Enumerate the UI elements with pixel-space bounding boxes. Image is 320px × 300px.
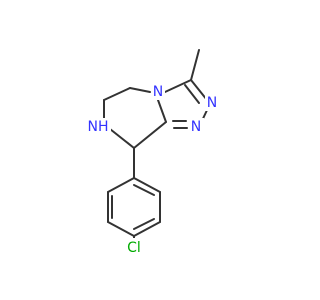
label-bg-n1 (189, 118, 204, 134)
benzene-bond-3 (107, 221, 135, 237)
benzene-bond-4 (133, 221, 161, 237)
label-bg-n4 (151, 84, 165, 100)
benzene-double-2 (133, 218, 155, 230)
label-bg-n2 (205, 95, 220, 111)
atom-label-nh: NH (88, 119, 109, 135)
bond-c8a-n4 (157, 99, 167, 123)
bond-n7-c8 (109, 128, 135, 149)
bond-c3-n2-double (184, 84, 200, 104)
bond-c5-c6 (103, 87, 131, 101)
atom-labels: N N N NH Cl (85, 84, 220, 256)
bond-n4-c5 (129, 87, 151, 93)
bond-group (103, 49, 209, 247)
benzene-bond-6 (133, 177, 161, 193)
atom-label-n1: N (191, 119, 201, 135)
molecule-structure: N N N NH Cl (0, 0, 300, 300)
bond-c3-n4 (164, 79, 192, 93)
label-bg-nh (85, 118, 111, 136)
benzene-bond-1 (107, 177, 135, 193)
atom-label-cl: Cl (127, 240, 141, 256)
background (0, 0, 300, 300)
benzene-double-3 (133, 184, 155, 196)
atom-label-n2: N (207, 95, 217, 111)
methyl-bond (190, 49, 200, 81)
bond-c8-c8a (133, 121, 167, 149)
label-bg-cl (122, 238, 146, 256)
bond-c3-n2 (190, 79, 208, 101)
atom-label-n4: N (153, 84, 163, 100)
